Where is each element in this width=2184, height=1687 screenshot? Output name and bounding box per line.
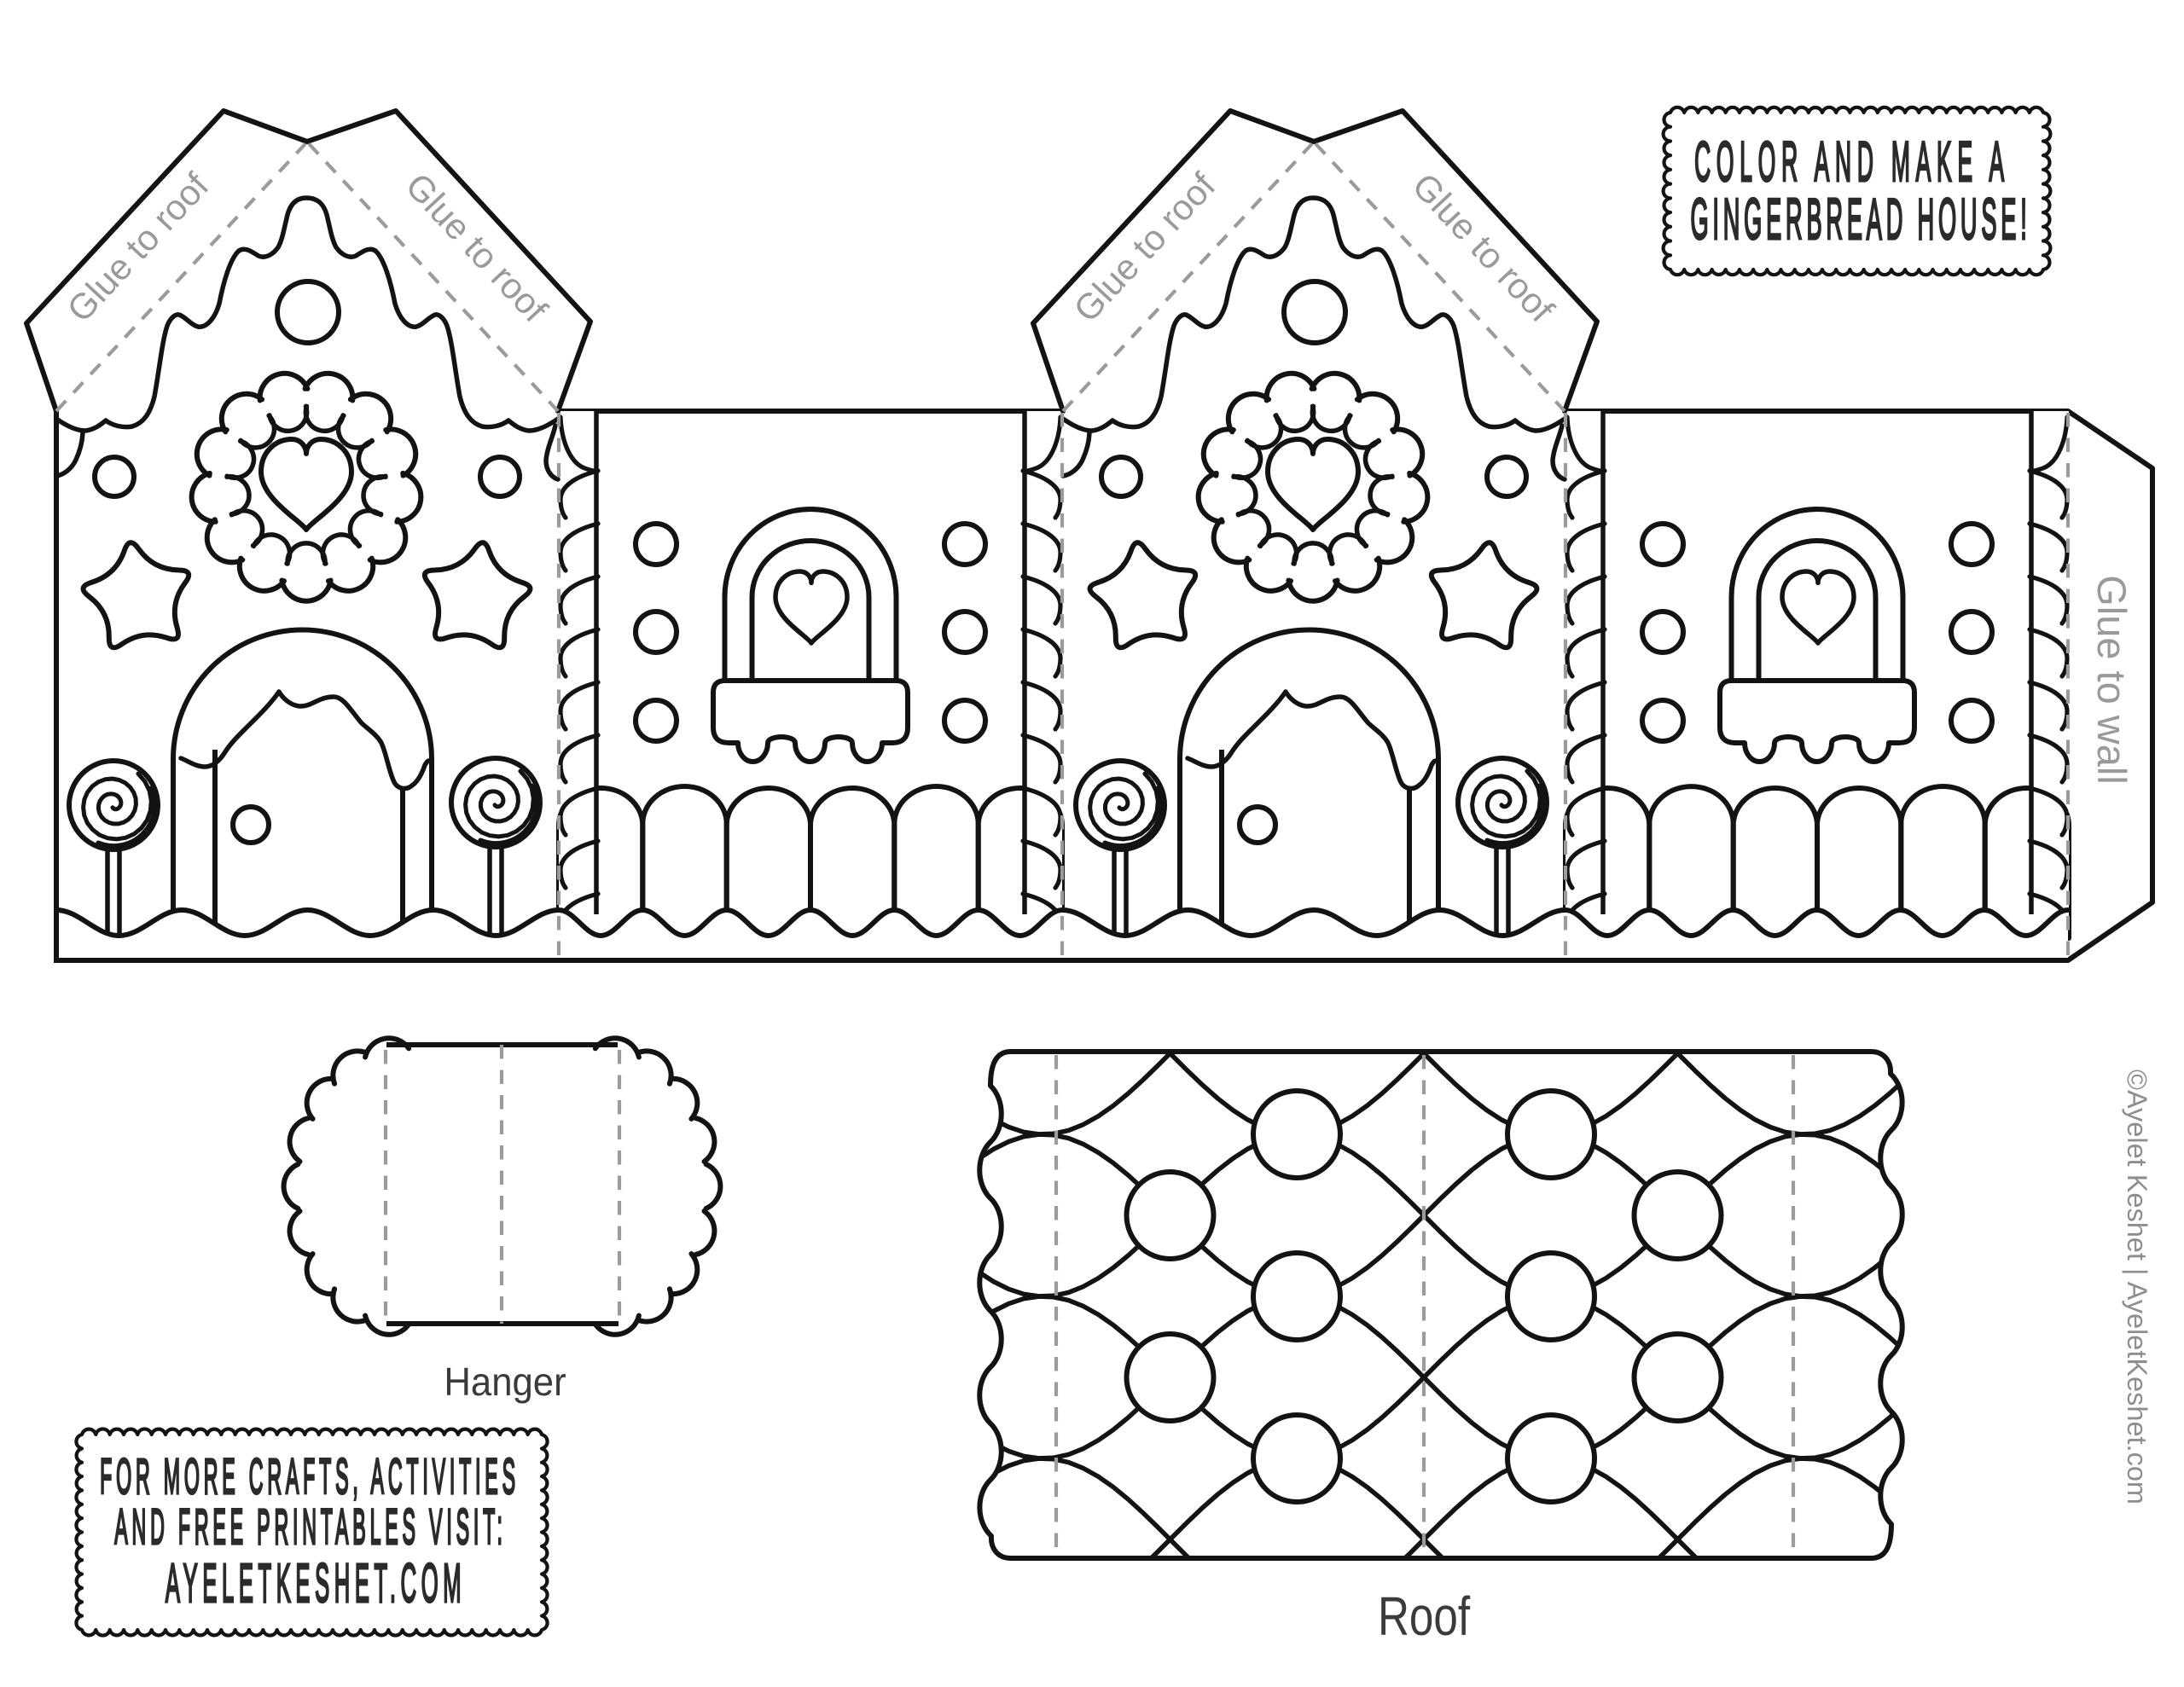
svg-text:Hanger: Hanger bbox=[444, 1359, 566, 1404]
svg-text:Glue to wall: Glue to wall bbox=[2089, 575, 2135, 785]
svg-text:COLOR AND MAKE A: COLOR AND MAKE A bbox=[1694, 130, 2010, 194]
svg-text:GINGERBREAD HOUSE!: GINGERBREAD HOUSE! bbox=[1690, 186, 2030, 251]
svg-text:Roof: Roof bbox=[1378, 1587, 1471, 1648]
svg-text:AND FREE PRINTABLES VISIT:: AND FREE PRINTABLES VISIT: bbox=[114, 1500, 506, 1555]
svg-text:©Ayelet Keshet | AyeletKeshet.: ©Ayelet Keshet | AyeletKeshet.com bbox=[2122, 1070, 2152, 1504]
svg-text:FOR MORE CRAFTS, ACTIVITIES: FOR MORE CRAFTS, ACTIVITIES bbox=[100, 1450, 520, 1504]
svg-text:AYELETKESHET.COM: AYELETKESHET.COM bbox=[166, 1554, 466, 1615]
